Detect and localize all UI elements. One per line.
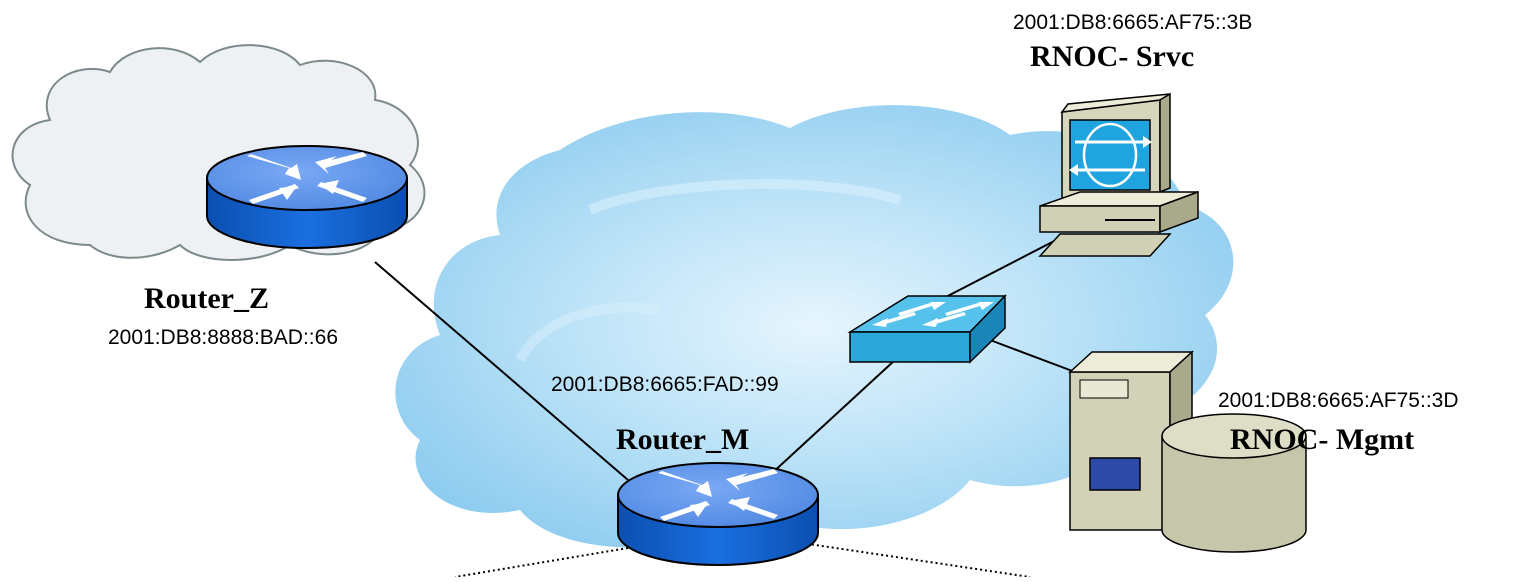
router-z-icon[interactable]: [206, 145, 408, 249]
switch-icon[interactable]: [847, 294, 1007, 364]
links: [374, 237, 1076, 481]
link-switch-mgmt: [989, 339, 1076, 373]
rnoc-srvc-ip: 2001:DB8:6665:AF75::3B: [1013, 11, 1253, 34]
link-switch-srvc: [939, 237, 1061, 301]
dotted-links: [454, 542, 1031, 578]
router-m-label: Router_M: [616, 423, 750, 456]
router-m-icon[interactable]: [617, 462, 819, 566]
workstation-icon[interactable]: [1038, 92, 1199, 257]
rnoc-mgmt-label: RNOC- Mgmt: [1230, 423, 1415, 456]
link-router-z-router-m: [374, 261, 629, 481]
rnoc-mgmt-ip: 2001:DB8:6665:AF75::3D: [1218, 389, 1459, 412]
router-z-ip: 2001:DB8:8888:BAD::66: [108, 326, 338, 349]
router-m-ip: 2001:DB8:6665:FAD::99: [551, 373, 779, 396]
rnoc-srvc-label: RNOC- Srvc: [1030, 40, 1195, 73]
router-z-label: Router_Z: [144, 282, 269, 315]
server-icon[interactable]: [1068, 350, 1307, 553]
link-router-m-switch: [769, 359, 896, 476]
network-cloud: [395, 105, 1234, 548]
